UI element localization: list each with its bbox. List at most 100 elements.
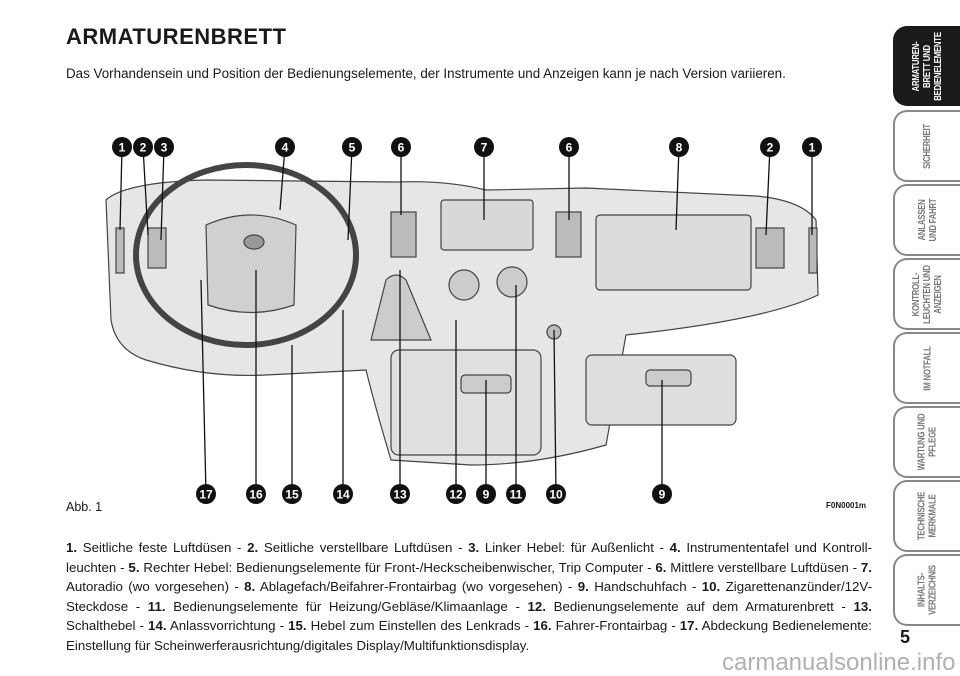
caption-number: 12.: [527, 598, 547, 614]
caption-number: 11.: [147, 598, 166, 614]
callout-marker: [282, 484, 302, 504]
caption-text: Instrumententafel und Kontroll­leuchten …: [66, 540, 872, 575]
caption-number: 5.: [128, 559, 140, 575]
callout-marker: [246, 484, 266, 504]
vent-fixed-right: [808, 227, 818, 274]
caption-text: Mittlere verstellbare Luftdü­sen -: [666, 559, 861, 575]
callout-marker: [474, 137, 494, 157]
lower-compartment: [390, 349, 542, 456]
callout-marker: [546, 484, 566, 504]
callout-number: 15: [285, 488, 299, 502]
caption-number: 8.: [244, 579, 256, 595]
callout-marker: [275, 137, 295, 157]
callout-marker: [154, 137, 174, 157]
caption-number: 9.: [577, 579, 589, 595]
caption-number: 3.: [468, 540, 480, 555]
chapter-tab-label: KONTROLL- LEUCHTEN UND ANZEIGEN: [910, 264, 945, 324]
callout-marker: [196, 484, 216, 504]
callout-number: 2: [140, 141, 147, 155]
chapter-tab-label: IM NOTFALL: [921, 345, 933, 391]
caption-text: Schalthebel -: [66, 618, 149, 634]
caption-text: Bedienungselemente für Heizung/Gebläse/K…: [165, 598, 528, 614]
leader-line: [553, 329, 557, 495]
callout-number: 11: [510, 488, 523, 502]
caption-text: Fahrer-Frontairbag -: [551, 618, 680, 634]
chapter-tab[interactable]: KONTROLL- LEUCHTEN UND ANZEIGEN: [893, 258, 960, 330]
chapter-tab[interactable]: ARMATUREN- BRETT UND BEDIENELEMENTE: [893, 26, 960, 106]
callout-marker: [802, 137, 822, 157]
radio: [440, 199, 534, 251]
vent-side-left: [147, 227, 167, 269]
chapter-tab-label: TECHNISCHE MERKMALE: [915, 491, 939, 541]
chapter-tab-label: INHALTS- VERZEICHNIS: [915, 565, 939, 615]
callout-number: 14: [336, 488, 350, 502]
leader-line: [347, 146, 353, 241]
callout-number: 2: [767, 141, 774, 155]
caption-text: Autoradio (wo vorgesehen) -: [66, 579, 245, 595]
figure-label: Abb. 1: [66, 500, 103, 514]
leader-line: [279, 146, 286, 211]
callout-marker: [476, 484, 496, 504]
caption-text: Seitliche feste Luftdüsen -: [77, 540, 248, 555]
chapter-tab[interactable]: SICHERHEIT: [893, 110, 960, 182]
glovebox-handle-right: [645, 369, 692, 387]
climate-knob-right: [496, 266, 528, 298]
callout-number: 8: [676, 141, 683, 155]
caption-number: 7.: [860, 559, 872, 575]
callout-marker: [506, 484, 526, 504]
watermark: carmanualsonline.info: [722, 649, 956, 676]
caption-text: Hebel zum Einstellen des Lenkrads -: [306, 618, 534, 634]
figure-caption: 1. Seitliche feste Luftdüsen - 2. Seitli…: [66, 538, 872, 656]
leader-line: [160, 146, 165, 241]
callout-marker: [559, 137, 579, 157]
caption-text: Rechter Hebel: Bedienungselemente für Fr…: [139, 559, 656, 575]
caption-text: Linker Hebel: für Außenlicht -: [479, 540, 670, 555]
callout-number: 1: [119, 141, 126, 155]
caption-text: Seitliche verstellbare Luftdüsen -: [258, 540, 469, 555]
callout-number: 17: [199, 488, 213, 502]
callout-number: 13: [393, 488, 407, 502]
leader-line: [675, 146, 680, 231]
caption-number: 13.: [853, 598, 873, 614]
chapter-tab-label: WARTUNG UND PFLEGE: [915, 413, 939, 471]
callout-number: 10: [549, 488, 563, 502]
vent-fixed-left: [115, 227, 125, 274]
fiat-logo: [243, 234, 265, 250]
caption-number: 1.: [66, 540, 78, 555]
callout-marker: [446, 484, 466, 504]
callout-number: 7: [481, 141, 488, 155]
callout-marker: [391, 137, 411, 157]
caption-number: 10.: [701, 579, 721, 595]
page-number: 5: [900, 627, 911, 647]
chapter-tab[interactable]: WARTUNG UND PFLEGE: [893, 406, 960, 478]
callout-marker: [133, 137, 153, 157]
chapter-tab[interactable]: IM NOTFALL: [893, 332, 960, 404]
caption-text: Zigarettenan­zünder/12V-Steckdose -: [66, 579, 872, 614]
storage-compartment: [595, 214, 752, 291]
caption-text: Bedienungselemente auf dem Armaturen­bre…: [546, 598, 854, 614]
callout-number: 4: [282, 141, 289, 155]
chapter-tab[interactable]: INHALTS- VERZEICHNIS: [893, 554, 960, 626]
caption-number: 6.: [655, 559, 667, 575]
chapter-tab[interactable]: ANLASSEN UND FAHRT: [893, 184, 960, 256]
caption-number: 14.: [148, 618, 167, 634]
callout-marker: [669, 137, 689, 157]
caption-text: Abdeckung Be­dienelemente: Einstellung f…: [66, 618, 872, 653]
steering-wheel: [133, 162, 359, 348]
leader-line: [142, 146, 149, 236]
callout-number: 3: [161, 141, 168, 155]
figure-code: F0N0001m: [826, 501, 867, 510]
vent-center-left: [390, 211, 417, 258]
callout-number: 9: [483, 488, 490, 502]
intro-text: Das Vorhandensein und Position der Bedie…: [66, 66, 786, 81]
callout-marker: [652, 484, 672, 504]
callout-number: 6: [398, 141, 405, 155]
vent-side-right: [755, 227, 785, 269]
chapter-tab-label: SICHERHEIT: [921, 123, 933, 169]
callout-marker: [342, 137, 362, 157]
chapter-tab[interactable]: TECHNISCHE MERKMALE: [893, 480, 960, 552]
leader-line: [200, 279, 207, 495]
callout-number: 16: [249, 488, 263, 502]
